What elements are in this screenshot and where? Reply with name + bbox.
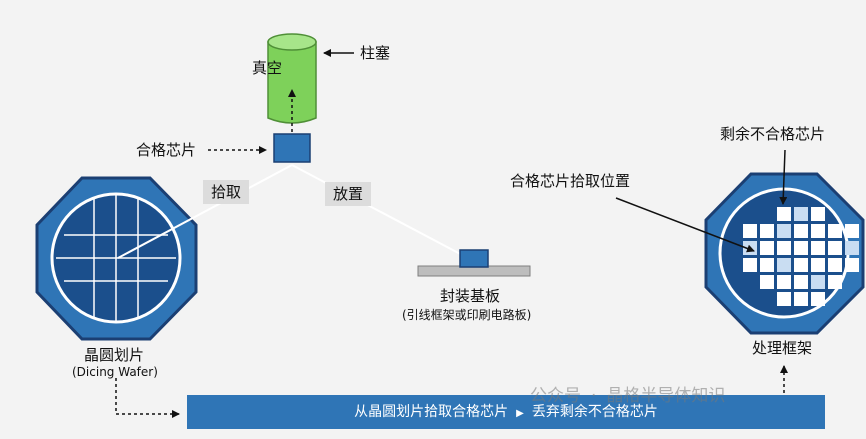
remaining-die (794, 292, 808, 306)
pick-position-label: 合格芯片拾取位置 (510, 172, 631, 190)
diced-wafer (35, 176, 198, 341)
substrate-label: 封装基板 (440, 287, 501, 305)
remaining-die (760, 258, 774, 272)
watermark-name: 晶格半导体知识 (606, 386, 726, 406)
wafer-label: 晶圆划片 (84, 346, 145, 364)
picked-die-slot (845, 241, 859, 255)
banner-text-discard: 丢弃剩余不合格芯片 (531, 404, 658, 420)
watermark: 公众号 · 晶格半导体知识 (530, 386, 725, 406)
remaining-die (845, 258, 859, 272)
remaining-die (760, 224, 774, 238)
package-substrate (417, 249, 531, 277)
remaining-die (811, 207, 825, 221)
remaining-die (794, 258, 808, 272)
good-die-label: 合格芯片 (136, 141, 197, 159)
remaining-die (828, 275, 842, 289)
process-banner: 从晶圆划片拾取合格芯片 ▶ 丢弃剩余不合格芯片 (187, 395, 825, 429)
remaining-die (777, 275, 791, 289)
remaining-die (760, 241, 774, 255)
remaining-die (777, 241, 791, 255)
remaining-die (794, 275, 808, 289)
plunger-label: 柱塞 (360, 44, 391, 62)
picked-die-slot (777, 258, 791, 272)
banner-arrow-icon: ▶ (516, 408, 524, 419)
remaining-die (794, 224, 808, 238)
handling-frame (704, 172, 865, 335)
remaining-die-label: 剩余不合格芯片 (720, 125, 826, 143)
picked-die-slot (811, 275, 825, 289)
remaining-die (845, 224, 859, 238)
remaining-die (777, 292, 791, 306)
watermark-separator: · (591, 386, 597, 406)
remaining-die (811, 292, 825, 306)
pick-path (117, 164, 293, 259)
remaining-die (777, 207, 791, 221)
pick-position-arrow (615, 197, 755, 253)
remaining-die (828, 258, 842, 272)
remaining-die (828, 241, 842, 255)
remaining-die (743, 258, 757, 272)
watermark-account: 公众号 (530, 386, 581, 406)
substrate-sublabel: (引线框架或印刷电路板) (402, 308, 532, 322)
remaining-die (794, 241, 808, 255)
remaining-die (811, 241, 825, 255)
banner-text-pick: 从晶圆划片拾取合格芯片 (354, 404, 509, 420)
place-path (291, 164, 467, 258)
vacuum-label: 真空 (252, 59, 283, 77)
remaining-die (743, 224, 757, 238)
remaining-die (811, 258, 825, 272)
place-label: 放置 (325, 182, 372, 206)
vacuum-plunger (267, 33, 317, 124)
remaining-die (811, 224, 825, 238)
remaining-die-arrow (779, 149, 788, 205)
picked-die (273, 133, 311, 163)
pick-label: 拾取 (203, 180, 250, 204)
wafer-sublabel: (Dicing Wafer) (72, 365, 158, 379)
frame-label: 处理框架 (752, 339, 813, 357)
remaining-die (828, 224, 842, 238)
picked-die-slot (794, 207, 808, 221)
picked-die-slot (777, 224, 791, 238)
wafer-to-banner-arrow (115, 378, 180, 418)
remaining-die (760, 275, 774, 289)
remaining-dies (743, 207, 859, 306)
